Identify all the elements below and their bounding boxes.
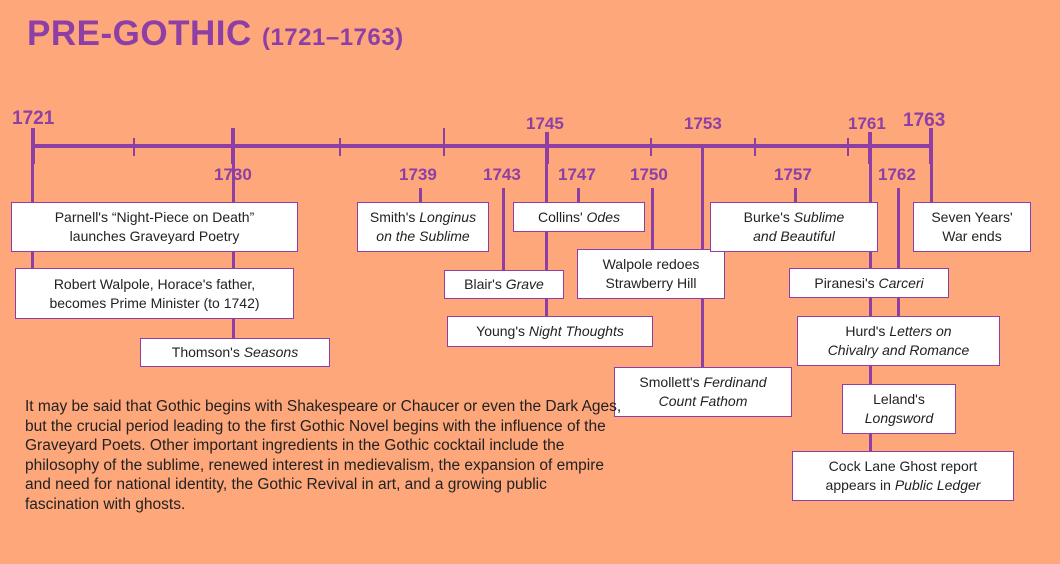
hurd-title-1: Letters on [889,323,952,339]
page-title: PRE-GOTHIC (1721–1763) [27,14,404,54]
leland-line1: Leland's [873,391,925,407]
event-piranesi: Piranesi's Carceri [789,268,949,298]
sevenyears-line1: Seven Years' [931,209,1013,225]
cocklane-line1: Cock Lane Ghost report [828,458,978,474]
event-smith: Smith's Longinus on the Sublime [357,202,489,252]
burke-prefix: Burke's [743,209,794,225]
connector-1763 [930,148,933,206]
year-1721: 1721 [12,108,55,129]
collins-title: Odes [586,208,621,225]
connector-1747 [577,188,580,206]
tick-1721 [31,128,35,164]
event-leland: Leland's Longsword [842,384,956,434]
smollett-prefix: Smollett's [639,374,704,390]
tick-minor [443,128,445,156]
year-1739: 1739 [399,165,437,184]
connector-1750 [651,188,654,250]
tick-1763 [929,128,933,164]
walpole-pm-line2: becomes Prime Minister (to 1742) [49,294,260,311]
timeline-axis [31,144,933,148]
tick-minor [754,138,756,156]
connector-1761 [869,148,872,468]
smith-prefix: Smith's [369,209,420,225]
piranesi-title: Carceri [878,274,924,291]
parnell-line1: Parnell's “Night-Piece on Death” [54,209,255,225]
leland-title: Longsword [864,410,934,426]
burke-title-1: Sublime [793,209,845,225]
event-collins: Collins' Odes [513,202,645,232]
young-prefix: Young's [476,323,529,339]
smollett-title-1: Ferdinand [703,374,767,390]
title-years: (1721–1763) [261,24,404,51]
event-young: Young's Night Thoughts [447,316,653,347]
tick-minor [133,138,135,156]
year-1743: 1743 [483,165,521,184]
connector-1743 [502,188,505,272]
year-1762: 1762 [878,165,916,184]
event-walpole-pm: Robert Walpole, Horace's father, becomes… [15,268,294,319]
intro-paragraph: It may be said that Gothic begins with S… [25,398,622,513]
event-parnell: Parnell's “Night-Piece on Death” launche… [11,202,298,252]
young-title: Night Thoughts [528,323,624,339]
tick-minor [847,138,849,156]
parnell-line2: launches Graveyard Poetry [69,228,240,244]
year-1753: 1753 [684,114,722,133]
smith-title-1: Longinus [419,209,477,225]
thomson-prefix: Thomson's [171,344,244,360]
event-cock-lane: Cock Lane Ghost report appears in Public… [792,451,1014,501]
cocklane-title: Public Ledger [894,477,981,493]
year-1750: 1750 [630,165,668,184]
event-burke: Burke's Sublime and Beautiful [710,202,878,252]
hurd-title-2: Chivalry and Romance [827,342,970,358]
hurd-prefix: Hurd's [845,323,890,339]
walpole-pm-line1: Robert Walpole, Horace's father, [53,275,256,292]
smith-title-2: on the Sublime [376,228,470,244]
year-1747: 1747 [558,165,596,184]
title-main: PRE-GOTHIC [27,14,252,53]
event-seven-years-war: Seven Years' War ends [913,202,1031,252]
burke-title-2: and Beautiful [753,228,835,244]
connector-1739 [419,188,422,206]
year-1745: 1745 [526,114,564,133]
blair-title: Grave [505,276,544,292]
connector-1745 [545,148,548,318]
collins-prefix: Collins' [537,208,587,225]
connector-1757 [794,188,797,206]
tick-minor [650,138,652,156]
strawberry-line2: Strawberry Hill [605,275,697,291]
strawberry-line1: Walpole redoes [602,256,700,272]
year-1763: 1763 [903,110,946,131]
blair-prefix: Blair's [464,276,506,292]
year-1761: 1761 [848,114,886,133]
event-smollett: Smollett's Ferdinand Count Fathom [614,367,792,417]
year-1757: 1757 [774,165,812,184]
event-blair: Blair's Grave [444,270,564,299]
piranesi-prefix: Piranesi's [814,274,879,291]
event-strawberry-hill: Walpole redoes Strawberry Hill [577,249,725,299]
smollett-title-2: Count Fathom [658,393,748,409]
tick-1730 [231,128,235,164]
event-thomson: Thomson's Seasons [140,338,330,367]
event-hurd: Hurd's Letters on Chivalry and Romance [797,316,1000,366]
tick-minor [339,138,341,156]
cocklane-prefix: appears in [825,477,895,493]
thomson-title: Seasons [243,344,299,360]
sevenyears-line2: War ends [942,228,1002,244]
